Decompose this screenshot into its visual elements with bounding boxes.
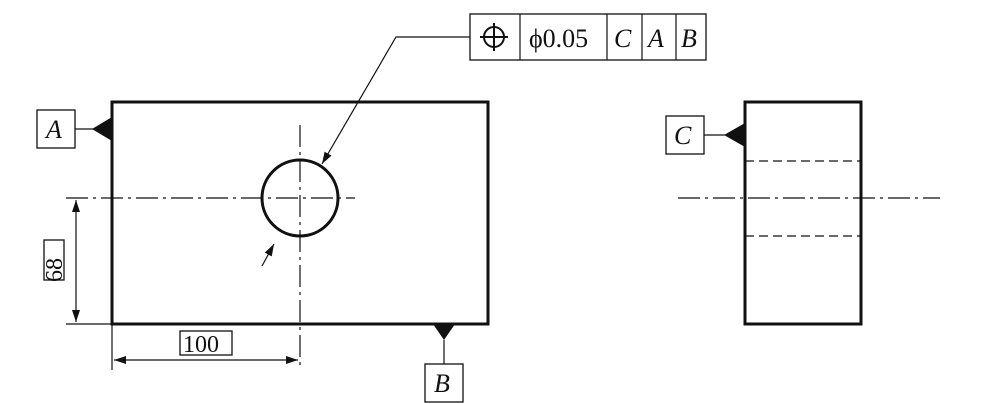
datum-a-label: A	[44, 115, 62, 144]
datum-b-triangle	[433, 324, 455, 340]
dimension-68-box	[43, 239, 65, 281]
datum-b-symbol: B	[424, 324, 464, 403]
side-view	[678, 100, 940, 326]
horizontal-dimension: 100	[111, 324, 298, 370]
datum-c-box	[665, 115, 705, 155]
dimension-100-value: 100	[183, 332, 219, 358]
fcf-frame	[469, 13, 707, 61]
datum-a-triangle	[92, 117, 112, 141]
dimension-68-value: 68	[42, 258, 68, 282]
fcf-datum-secondary: A	[646, 24, 664, 53]
dimension-100-box	[179, 330, 233, 356]
fcf-tolerance: ϕ0.05	[529, 24, 588, 53]
feature-control-frame: ϕ0.05 C A B	[321, 13, 707, 165]
datum-c-label: C	[674, 121, 692, 150]
diameter-leader-lower	[261, 243, 275, 267]
fcf-datum-primary: C	[614, 24, 632, 53]
fcf-leader	[321, 36, 470, 165]
side-view-outline	[743, 100, 863, 326]
datum-c-triangle	[724, 123, 745, 147]
datum-c-symbol: C	[665, 115, 745, 155]
fcf-datum-tertiary: B	[681, 24, 697, 53]
datum-b-box	[424, 363, 464, 403]
vertical-dimension: 68	[42, 200, 112, 325]
datum-a-symbol: A	[36, 109, 112, 149]
datum-b-label: B	[434, 369, 450, 398]
position-icon	[480, 23, 508, 51]
front-view	[66, 100, 490, 365]
front-view-outline	[110, 100, 490, 326]
